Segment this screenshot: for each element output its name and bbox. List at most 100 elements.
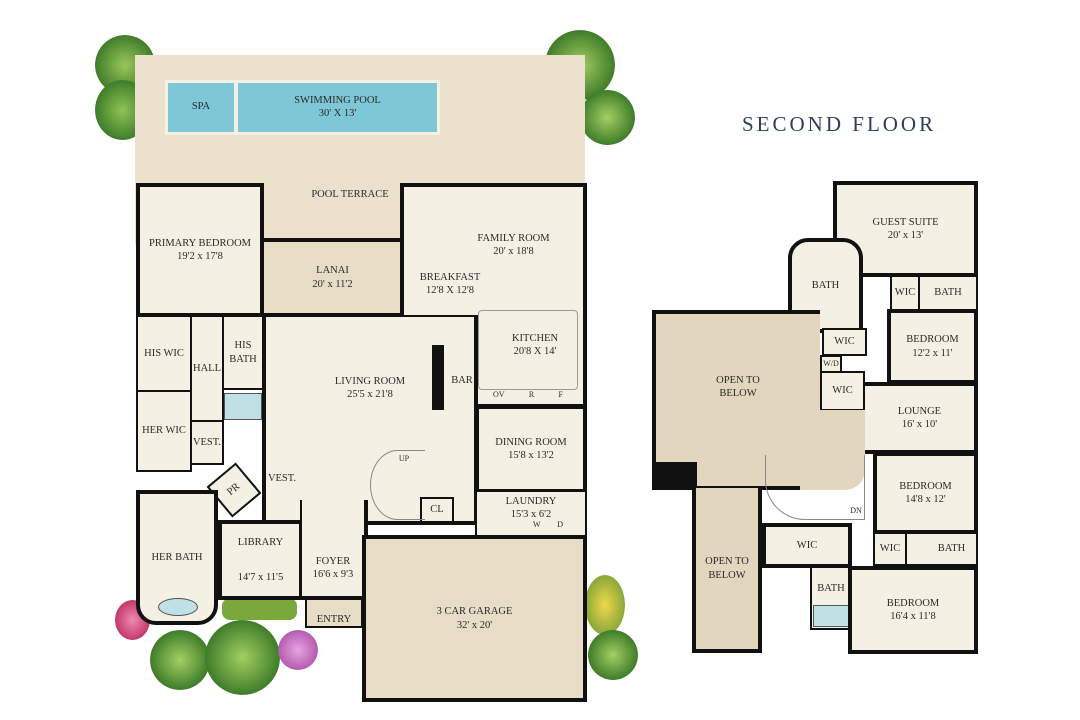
room-name: WIC [894, 287, 916, 299]
room-name: ENTRY [316, 613, 352, 625]
room-name: BREAKFAST [419, 272, 481, 283]
spa-label: SPA [191, 101, 211, 113]
room-breakfast: BREAKFAST 12'8 x 12'8 [405, 271, 495, 297]
room-laundry: LAUNDRY 15'3 x 6'2 [475, 490, 587, 537]
room-name: LIVING ROOM [334, 376, 406, 387]
room-dims: 25'5 x 21'8 [347, 389, 393, 401]
kitchen-appliances: OV R F [493, 390, 563, 399]
room-name: 3 CAR GARAGE [436, 606, 513, 618]
room-his-wic: HIS WIC [136, 315, 192, 392]
room-dims: 16' x 10' [901, 419, 938, 430]
room-wic-5: WIC [873, 532, 907, 566]
room-vest-2: VEST. [267, 473, 297, 484]
room-bedroom-3: BEDROOM 16'4 x 11'8 [848, 566, 978, 654]
palm-plant-icon [150, 630, 210, 690]
staircase [370, 450, 425, 520]
room-name: HER WIC [142, 425, 186, 437]
palm-plant-icon [580, 90, 635, 145]
room-dims: 15'8 x 13'2 [508, 450, 554, 461]
room-lounge: LOUNGE 16' x 10' [865, 382, 978, 454]
palm-plant-icon [205, 620, 280, 695]
room-dims: 14'8 x 12' [905, 494, 946, 505]
pool-label: SWIMMING POOL [294, 94, 381, 106]
room-dims: 20' x 18'8 [493, 246, 534, 258]
spa: SPA [165, 80, 237, 135]
room-name: BATH [817, 583, 845, 594]
room-name: WIC [796, 539, 818, 551]
freezer-label: F [558, 390, 563, 399]
room-dims: 15'3 x 6'2 [510, 509, 552, 521]
shower [224, 393, 262, 420]
room-name: BEDROOM [906, 334, 959, 346]
room-name: HIS WIC [144, 347, 184, 359]
kitchen-counter [478, 310, 578, 390]
shower [813, 605, 849, 627]
washer-label: W [533, 520, 541, 529]
room-name: OPEN TO BELOW [705, 556, 749, 581]
room-wic-3: WIC [820, 371, 865, 411]
room-name: OPEN TO BELOW [716, 375, 760, 400]
room-dims: 20'8 x 14' [513, 346, 557, 358]
room-name: WIC [879, 543, 901, 555]
room-wic-2: WIC [890, 275, 920, 311]
room-kitchen: KITCHEN 20'8 x 14' [505, 332, 565, 358]
dryer-label: D [557, 520, 563, 529]
bar-wall [432, 345, 444, 410]
oven-label: OV [493, 390, 505, 399]
room-name: HALL [193, 362, 221, 374]
room-library: LIBRARY 14'7 x 11'5 [218, 520, 303, 600]
room-bath-3: BATH [905, 532, 978, 566]
room-name: BATH [937, 543, 966, 555]
room-name: DINING ROOM [495, 436, 567, 448]
room-entry[interactable]: ENTRY [305, 598, 363, 628]
room-dims: 12'8 x 12'8 [425, 285, 475, 297]
room-name: BATH [934, 287, 962, 299]
palm-plant-icon [588, 630, 638, 680]
room-name: HER BATH [151, 551, 203, 563]
room-name: LIBRARY [237, 536, 284, 548]
room-dims: 20' x 11'2 [312, 278, 353, 290]
room-dims: 12'2 x 11' [912, 347, 953, 359]
room-dims: 19'2 x 17'8 [177, 251, 223, 262]
room-dims: 14'7 x 11'5 [237, 572, 284, 583]
staircase [765, 455, 865, 520]
refrigerator-label: R [528, 390, 535, 399]
room-wic-4: WIC [762, 523, 852, 568]
room-name: LANAI [316, 265, 349, 277]
room-name: BATH [811, 279, 840, 291]
room-name: LAUNDRY [505, 496, 557, 507]
room-dims: 16'6 x 9'3 [312, 568, 354, 580]
room-dining: DINING ROOM 15'8 x 13'2 [475, 405, 587, 493]
flower-bed [222, 598, 297, 620]
pool-dims: 30' x 13' [318, 107, 357, 119]
stair-down-label: DN [850, 506, 862, 515]
flower-plant-icon [278, 630, 318, 670]
room-bath-2: BATH [918, 275, 978, 311]
room-dims: 16'4 x 11'8 [890, 611, 936, 622]
room-bedroom-2: BEDROOM 14'8 x 12' [873, 452, 978, 534]
room-name: CL [430, 504, 444, 516]
room-name: WIC [834, 336, 855, 348]
bathtub [158, 598, 198, 616]
stair-up-label: UP [398, 454, 410, 463]
room-name: HIS BATH [229, 340, 257, 365]
room-name: WIC [832, 385, 853, 397]
room-dims: 20' x 13' [887, 230, 924, 241]
room-wic-guest: WIC [822, 328, 867, 356]
room-name: KITCHEN [511, 333, 559, 344]
room-name: FOYER [315, 555, 351, 567]
room-name: LOUNGE [897, 405, 942, 417]
room-name: VEST. [192, 436, 222, 448]
room-name: FAMILY ROOM [477, 233, 550, 244]
room-dims: 32' x 20' [456, 619, 493, 631]
room-name: BEDROOM [886, 597, 940, 609]
flower-plant-icon [585, 575, 625, 635]
room-name: BEDROOM [899, 480, 952, 492]
room-vest: VEST. [190, 420, 224, 465]
room-name: W/D [823, 359, 839, 368]
